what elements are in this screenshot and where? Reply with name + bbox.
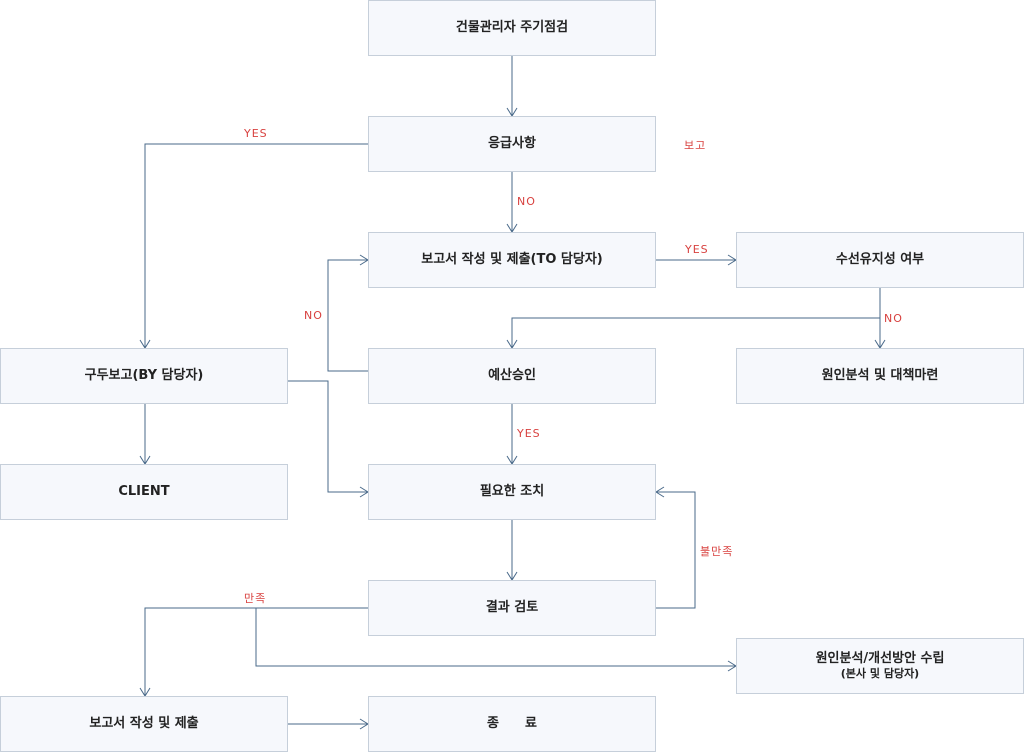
arrow-review-to-action [655,486,696,609]
label-no-emergency: NO [517,195,536,208]
node-label: 원인분석/개선방안 수립 [815,650,945,666]
node-label: 원인분석 및 대책마련 [821,368,939,384]
node-cause-improve: 원인분석/개선방안 수립 (본사 및 담당자) [736,638,1024,694]
node-label: CLIENT [118,484,170,500]
label-yes-emergency: YES [244,127,268,140]
arrow-review-to-final-report [139,607,368,697]
label-yes-budget: YES [517,427,541,440]
node-report-submit: 보고서 작성 및 제출 [0,696,288,752]
arrow-review-to-improve [255,608,737,672]
node-emergency: 응급사항 [368,116,656,172]
node-inspection: 건물관리자 주기점검 [368,0,656,56]
label-yes-repair: YES [685,243,709,256]
node-label: 종 료 [487,716,537,732]
node-repair-maintain: 수선유지성 여부 [736,232,1024,288]
node-label: 필요한 조치 [479,484,545,500]
node-required-action: 필요한 조치 [368,464,656,520]
node-label: 보고서 작성 및 제출(TO 담당자) [421,252,603,268]
node-label: 예산승인 [488,368,536,384]
label-report: 보고 [684,139,707,152]
label-satisfied: 만족 [244,592,267,605]
node-report-submit-to: 보고서 작성 및 제출(TO 담당자) [368,232,656,288]
arrow-emergency-to-verbal [139,143,368,349]
label-unsatisfied: 불만족 [700,545,734,558]
node-result-review: 결과 검토 [368,580,656,636]
arrow-budget-to-report [327,254,369,372]
node-verbal-report: 구두보고(BY 담당자) [0,348,288,404]
node-label: 보고서 작성 및 제출 [89,716,199,732]
arrow-verbal-to-action [288,380,369,498]
node-sublabel: (본사 및 담당자) [840,667,920,681]
node-label: 결과 검토 [485,600,539,616]
node-label: 수선유지성 여부 [835,252,925,268]
node-client: CLIENT [0,464,288,520]
node-label: 응급사항 [488,136,536,152]
label-no-budget: NO [304,309,323,322]
node-label: 구두보고(BY 담당자) [84,368,204,384]
node-cause-analysis: 원인분석 및 대책마련 [736,348,1024,404]
node-budget-approval: 예산승인 [368,348,656,404]
arrow-repair-to-budget [506,317,880,349]
node-label: 건물관리자 주기점검 [455,20,569,36]
node-end: 종 료 [368,696,656,752]
label-no-repair: NO [884,312,903,325]
